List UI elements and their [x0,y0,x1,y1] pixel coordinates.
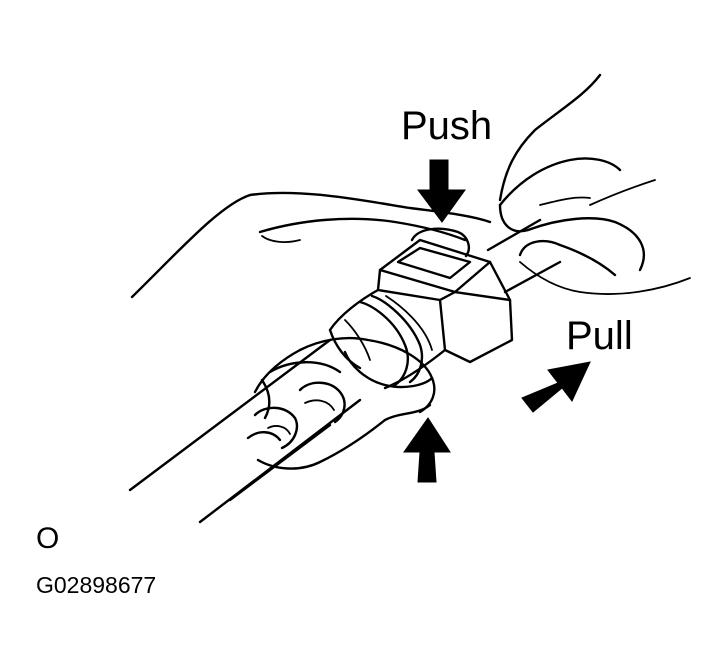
wire-harness [128,338,362,524]
figure-code: G02898677 [36,572,157,598]
pull-arrow [521,361,591,413]
wire-right [486,218,562,294]
lower-hand [246,336,436,470]
view-label: O [36,522,60,555]
push-label: Push [401,104,493,148]
upper-hand [130,73,691,299]
push-arrow-down [417,159,466,223]
connector-body [328,238,514,390]
push-arrow-up [403,417,451,483]
pull-label: Pull [566,314,633,358]
